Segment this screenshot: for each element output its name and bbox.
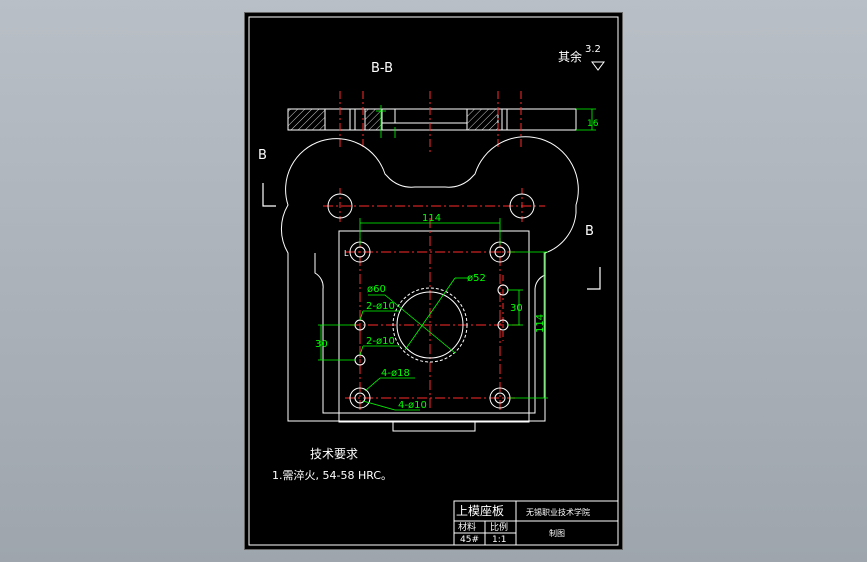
plan-view: L 114 114 30 bbox=[280, 136, 579, 432]
title-material-label: 材料 bbox=[458, 521, 476, 533]
corner-mark: L bbox=[344, 249, 349, 258]
dim-bore-outer: ø60 bbox=[367, 284, 386, 295]
title-material: 45# bbox=[460, 535, 479, 545]
section-outline bbox=[287, 108, 577, 131]
central-bore-outer bbox=[392, 287, 468, 363]
dim-114-vertical: 114 bbox=[535, 314, 546, 333]
dim-holes-d: 4-ø10 bbox=[398, 400, 427, 411]
title-part-name: 上模座板 bbox=[456, 503, 504, 518]
notes-line-1: 1.需淬火, 54-58 HRC。 bbox=[272, 468, 392, 482]
lug-hole-left bbox=[327, 193, 353, 219]
title-drawer-label: 制图 bbox=[549, 528, 565, 538]
dimensions: 114 114 30 30 bbox=[315, 213, 548, 411]
central-bore-inner bbox=[396, 291, 464, 359]
dim-bore-inner: ø52 bbox=[467, 273, 486, 284]
section-hatch-right bbox=[466, 108, 499, 131]
section-mark-left: B bbox=[258, 148, 267, 163]
plate-outline bbox=[280, 136, 579, 422]
section-hatch-mid bbox=[364, 108, 383, 131]
section-view: B-B bbox=[287, 61, 599, 155]
roughness-symbol: 其余 3.2 bbox=[558, 44, 605, 71]
dim-holes-c: 4-ø18 bbox=[381, 368, 410, 379]
drawing-frame bbox=[248, 16, 619, 546]
square-pocket bbox=[338, 230, 530, 423]
lug-hole-right bbox=[509, 193, 535, 219]
drawing-sheet: B-B bbox=[244, 12, 623, 550]
drawing-canvas: B-B bbox=[248, 16, 619, 546]
roughness-value: 3.2 bbox=[585, 44, 601, 55]
dim-30-right: 30 bbox=[510, 303, 523, 314]
dim-holes-b: 2-ø10 bbox=[366, 336, 395, 347]
notes-title: 技术要求 bbox=[310, 447, 358, 461]
title-scale: 1:1 bbox=[492, 535, 506, 545]
dim-holes-a: 2-ø10 bbox=[366, 301, 395, 312]
roughness-prefix: 其余 bbox=[558, 49, 582, 64]
section-mark-right: B bbox=[585, 224, 594, 239]
roughness-triangle-icon bbox=[591, 61, 605, 71]
dim-30-left: 30 bbox=[315, 339, 328, 350]
title-scale-label: 比例 bbox=[490, 521, 508, 533]
section-cut-marks: B B bbox=[258, 148, 601, 290]
section-label: B-B bbox=[371, 61, 393, 76]
technical-notes: 技术要求 1.需淬火, 54-58 HRC。 bbox=[272, 447, 392, 482]
title-block: 上模座板 无锡职业技术学院 材料 比例 45# 1:1 制图 bbox=[453, 500, 619, 546]
section-hatch-left bbox=[287, 108, 326, 131]
dim-114-horizontal: 114 bbox=[422, 213, 441, 224]
title-school: 无锡职业技术学院 bbox=[526, 507, 590, 517]
dim-thickness: 16 bbox=[587, 119, 599, 129]
